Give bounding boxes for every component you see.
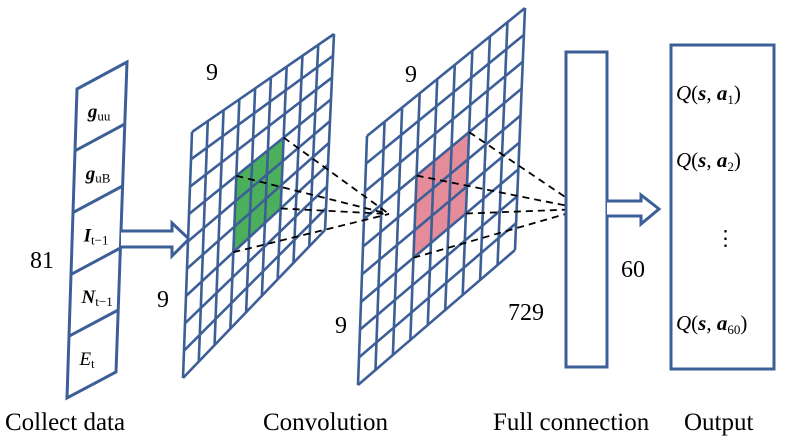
grid1-width-label: 9 xyxy=(206,60,218,86)
input-feature-label: guB xyxy=(85,163,111,185)
grid-col-line xyxy=(213,110,225,346)
output-size-label: 60 xyxy=(621,257,645,283)
q-value-item: Q(s, a1) xyxy=(676,81,741,107)
stage-label-full-connection: Full connection xyxy=(493,409,650,436)
stage-label-output: Output xyxy=(684,409,754,436)
grid-col-line xyxy=(229,99,241,329)
input-feature-label: Nt−1 xyxy=(81,287,113,309)
grid-col-line xyxy=(443,64,457,311)
input-feature-label: guu xyxy=(87,102,111,124)
grid-col-line xyxy=(181,131,194,379)
grid-row-line xyxy=(365,33,525,165)
fc-size-label: 729 xyxy=(508,300,544,326)
grid-row-line xyxy=(187,120,331,243)
grid-col-line xyxy=(496,22,509,266)
full-connection-layer xyxy=(564,50,609,369)
grid-row-line xyxy=(191,32,335,134)
projection-line xyxy=(236,174,390,215)
output-layer xyxy=(669,43,776,371)
grid-col-line xyxy=(461,50,474,296)
grid-row-line xyxy=(186,141,330,270)
grid-row-line xyxy=(185,163,329,297)
grid-row-line xyxy=(363,87,523,221)
grid-col-line xyxy=(426,79,439,326)
input-cell-divider xyxy=(74,122,126,153)
grid-col-line xyxy=(307,44,320,247)
grid-row-line xyxy=(366,6,526,138)
projection-line xyxy=(416,174,584,210)
grid-col-line xyxy=(260,77,273,296)
grid-row-line xyxy=(357,249,516,386)
arrow-right-icon xyxy=(121,219,192,260)
grid-col-line xyxy=(409,93,421,341)
projection-line xyxy=(280,207,390,215)
grid-col-line xyxy=(292,55,304,263)
input-feature-label: Et xyxy=(78,349,95,371)
grid-row-line xyxy=(183,207,327,352)
grid-col-line xyxy=(391,107,404,356)
stage-label-collect: Collect data xyxy=(5,409,125,436)
kernel-patch xyxy=(413,132,470,258)
q-value-item: Q(s, a2) xyxy=(676,148,741,174)
grid-col-line xyxy=(197,121,210,362)
conv-grid-feature xyxy=(356,6,527,386)
q-value-list: Q(s, a1) Q(s, a2) ⋮ Q(s, a60) xyxy=(676,81,747,337)
input-cell-divider xyxy=(70,246,122,276)
projection-line xyxy=(465,208,584,215)
grid-col-line xyxy=(323,33,336,231)
input-strip: guu guB It−1Nt−1Et xyxy=(65,59,129,401)
grid-row-line xyxy=(189,76,333,188)
input-cell-divider xyxy=(68,308,119,338)
grid-col-line xyxy=(513,7,527,251)
grid-row-line xyxy=(184,185,328,325)
grid-row-line xyxy=(358,222,517,359)
input-cell-divider xyxy=(72,184,124,214)
projection-line xyxy=(413,208,584,259)
conv-grid-input xyxy=(181,32,336,379)
grid-col-line xyxy=(356,135,369,386)
grid-col-line xyxy=(276,66,288,280)
kernel-patch xyxy=(233,137,284,253)
ellipsis-icon: ⋮ xyxy=(715,226,736,250)
stage-label-convolution: Convolution xyxy=(263,409,389,436)
grid-col-line xyxy=(478,36,492,281)
input-feature-label: It−1 xyxy=(83,225,109,247)
grid2-width-label: 9 xyxy=(405,62,417,88)
grid-row-line xyxy=(359,195,519,331)
grid-col-line xyxy=(244,88,257,313)
grid-row-line xyxy=(188,98,332,216)
grid1-height-label: 9 xyxy=(157,287,169,313)
grid-row-line xyxy=(190,54,334,161)
grid-col-line xyxy=(374,121,386,371)
projection-line xyxy=(468,131,584,210)
projection-line xyxy=(233,213,390,254)
grid-row-line xyxy=(182,229,326,379)
grid-row-line xyxy=(361,141,521,276)
receptive-field-lines xyxy=(233,131,584,259)
grid-row-line xyxy=(364,60,524,193)
arrow-right-icon xyxy=(607,191,662,228)
q-value-item: Q(s, a60) xyxy=(676,311,747,337)
projection-line xyxy=(283,136,390,215)
grid2-height-label: 9 xyxy=(335,313,347,339)
input-size-label: 81 xyxy=(30,248,54,274)
